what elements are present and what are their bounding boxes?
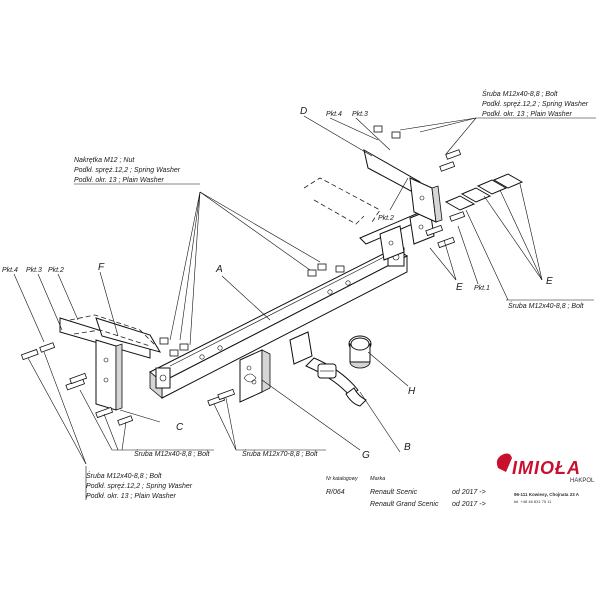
bolt-top-line3: Podkł. okr. 13 ; Plain Washer <box>482 111 573 118</box>
bolt-top-line2: Podkł. spręż.12,2 ; Spring Washer <box>482 101 589 108</box>
bolt-top-line1: Śruba M12x40-8,8 ; Bolt <box>482 89 559 98</box>
pkt3-left: Pkt.3 <box>26 267 42 274</box>
model-2-name: Renault Grand Scenic <box>370 501 439 508</box>
brand-address: 96-111 Kowiesy, Chojnata 23 A <box>514 492 580 497</box>
part-h-label: H <box>408 386 416 397</box>
bolt-left-line3: Podkł. okr. 13 ; Plain Washer <box>86 493 177 500</box>
pkt2-right: Pkt.2 <box>378 215 394 222</box>
brand-name: IMIOŁA <box>512 458 581 478</box>
bolt-c-label: Śruba M12x40-8,8 ; Bolt <box>134 449 211 458</box>
bolt-right-label: Śruba M12x40-8,8 ; Bolt <box>508 301 585 310</box>
right-subframe-dashed <box>303 177 381 225</box>
logo-hook-icon <box>496 453 512 472</box>
brand-logo: IMIOŁA HAKPOL 96-111 Kowiesy, Chojnata 2… <box>496 453 595 504</box>
tow-ball-b <box>289 331 367 407</box>
catalog-info: Nr katalogowy Marka R/064 Renault Scenic… <box>326 476 486 508</box>
bolt-left-line1: Śruba M12x40-8,8 ; Bolt <box>86 471 163 480</box>
brand-phone: tel. +48 46 831 75 11 <box>514 499 552 504</box>
pkt4-left: Pkt.4 <box>2 267 18 274</box>
part-e-label-1: E <box>456 282 463 293</box>
nut-label-line3: Podkł. okr. 13 ; Plain Washer <box>74 177 165 184</box>
crossbeam-a <box>149 247 408 399</box>
left-bracket-f <box>59 317 162 411</box>
catalog-nr-label: Nr katalogowy <box>326 476 358 482</box>
leader-lines <box>13 115 543 465</box>
bolt-group-left-label: Śruba M12x40-8,8 ; Bolt Podkł. spręż.12,… <box>85 466 193 500</box>
part-d-label: D <box>300 106 307 117</box>
bolt-left-line2: Podkł. spręż.12,2 ; Spring Washer <box>86 483 193 490</box>
bracket-d <box>363 149 443 223</box>
plates-e <box>444 173 524 211</box>
pkt3-top: Pkt.3 <box>352 111 368 118</box>
bolt-group-top-label: Śruba M12x40-8,8 ; Bolt Podkł. spręż.12,… <box>476 89 596 119</box>
pkt1-right: Pkt.1 <box>474 285 490 292</box>
model-1-name: Renault Scenic <box>370 489 418 496</box>
part-a-label: A <box>215 264 223 275</box>
catalog-nr-value: R/064 <box>326 489 345 496</box>
part-e-label-2: E <box>546 276 553 287</box>
part-f-label: F <box>98 262 105 273</box>
nut-group-label: Nakrętka M12 ; Nut Podkł. spręż.12,2 ; S… <box>74 157 200 185</box>
model-2-year: od 2017 -> <box>452 501 486 508</box>
model-1-year: od 2017 -> <box>452 489 486 496</box>
brand-sub: HAKPOL <box>570 478 595 484</box>
left-subframe-dashed <box>69 314 159 349</box>
bolts <box>20 125 466 426</box>
pkt4-top: Pkt.4 <box>326 111 342 118</box>
part-g-label: G <box>362 450 370 461</box>
pkt2-left: Pkt.2 <box>48 267 64 274</box>
center-plate-g <box>239 349 271 403</box>
nut-label-line2: Podkł. spręż.12,2 ; Spring Washer <box>74 167 181 174</box>
part-c-label: C <box>176 422 184 433</box>
nut-label-line1: Nakrętka M12 ; Nut <box>74 157 135 164</box>
socket-h <box>348 335 372 369</box>
catalog-marka-label: Marka <box>370 476 385 482</box>
bolt-g-label: Śruba M12x70-8,8 ; Bolt <box>242 449 319 458</box>
part-b-label: B <box>404 442 411 453</box>
